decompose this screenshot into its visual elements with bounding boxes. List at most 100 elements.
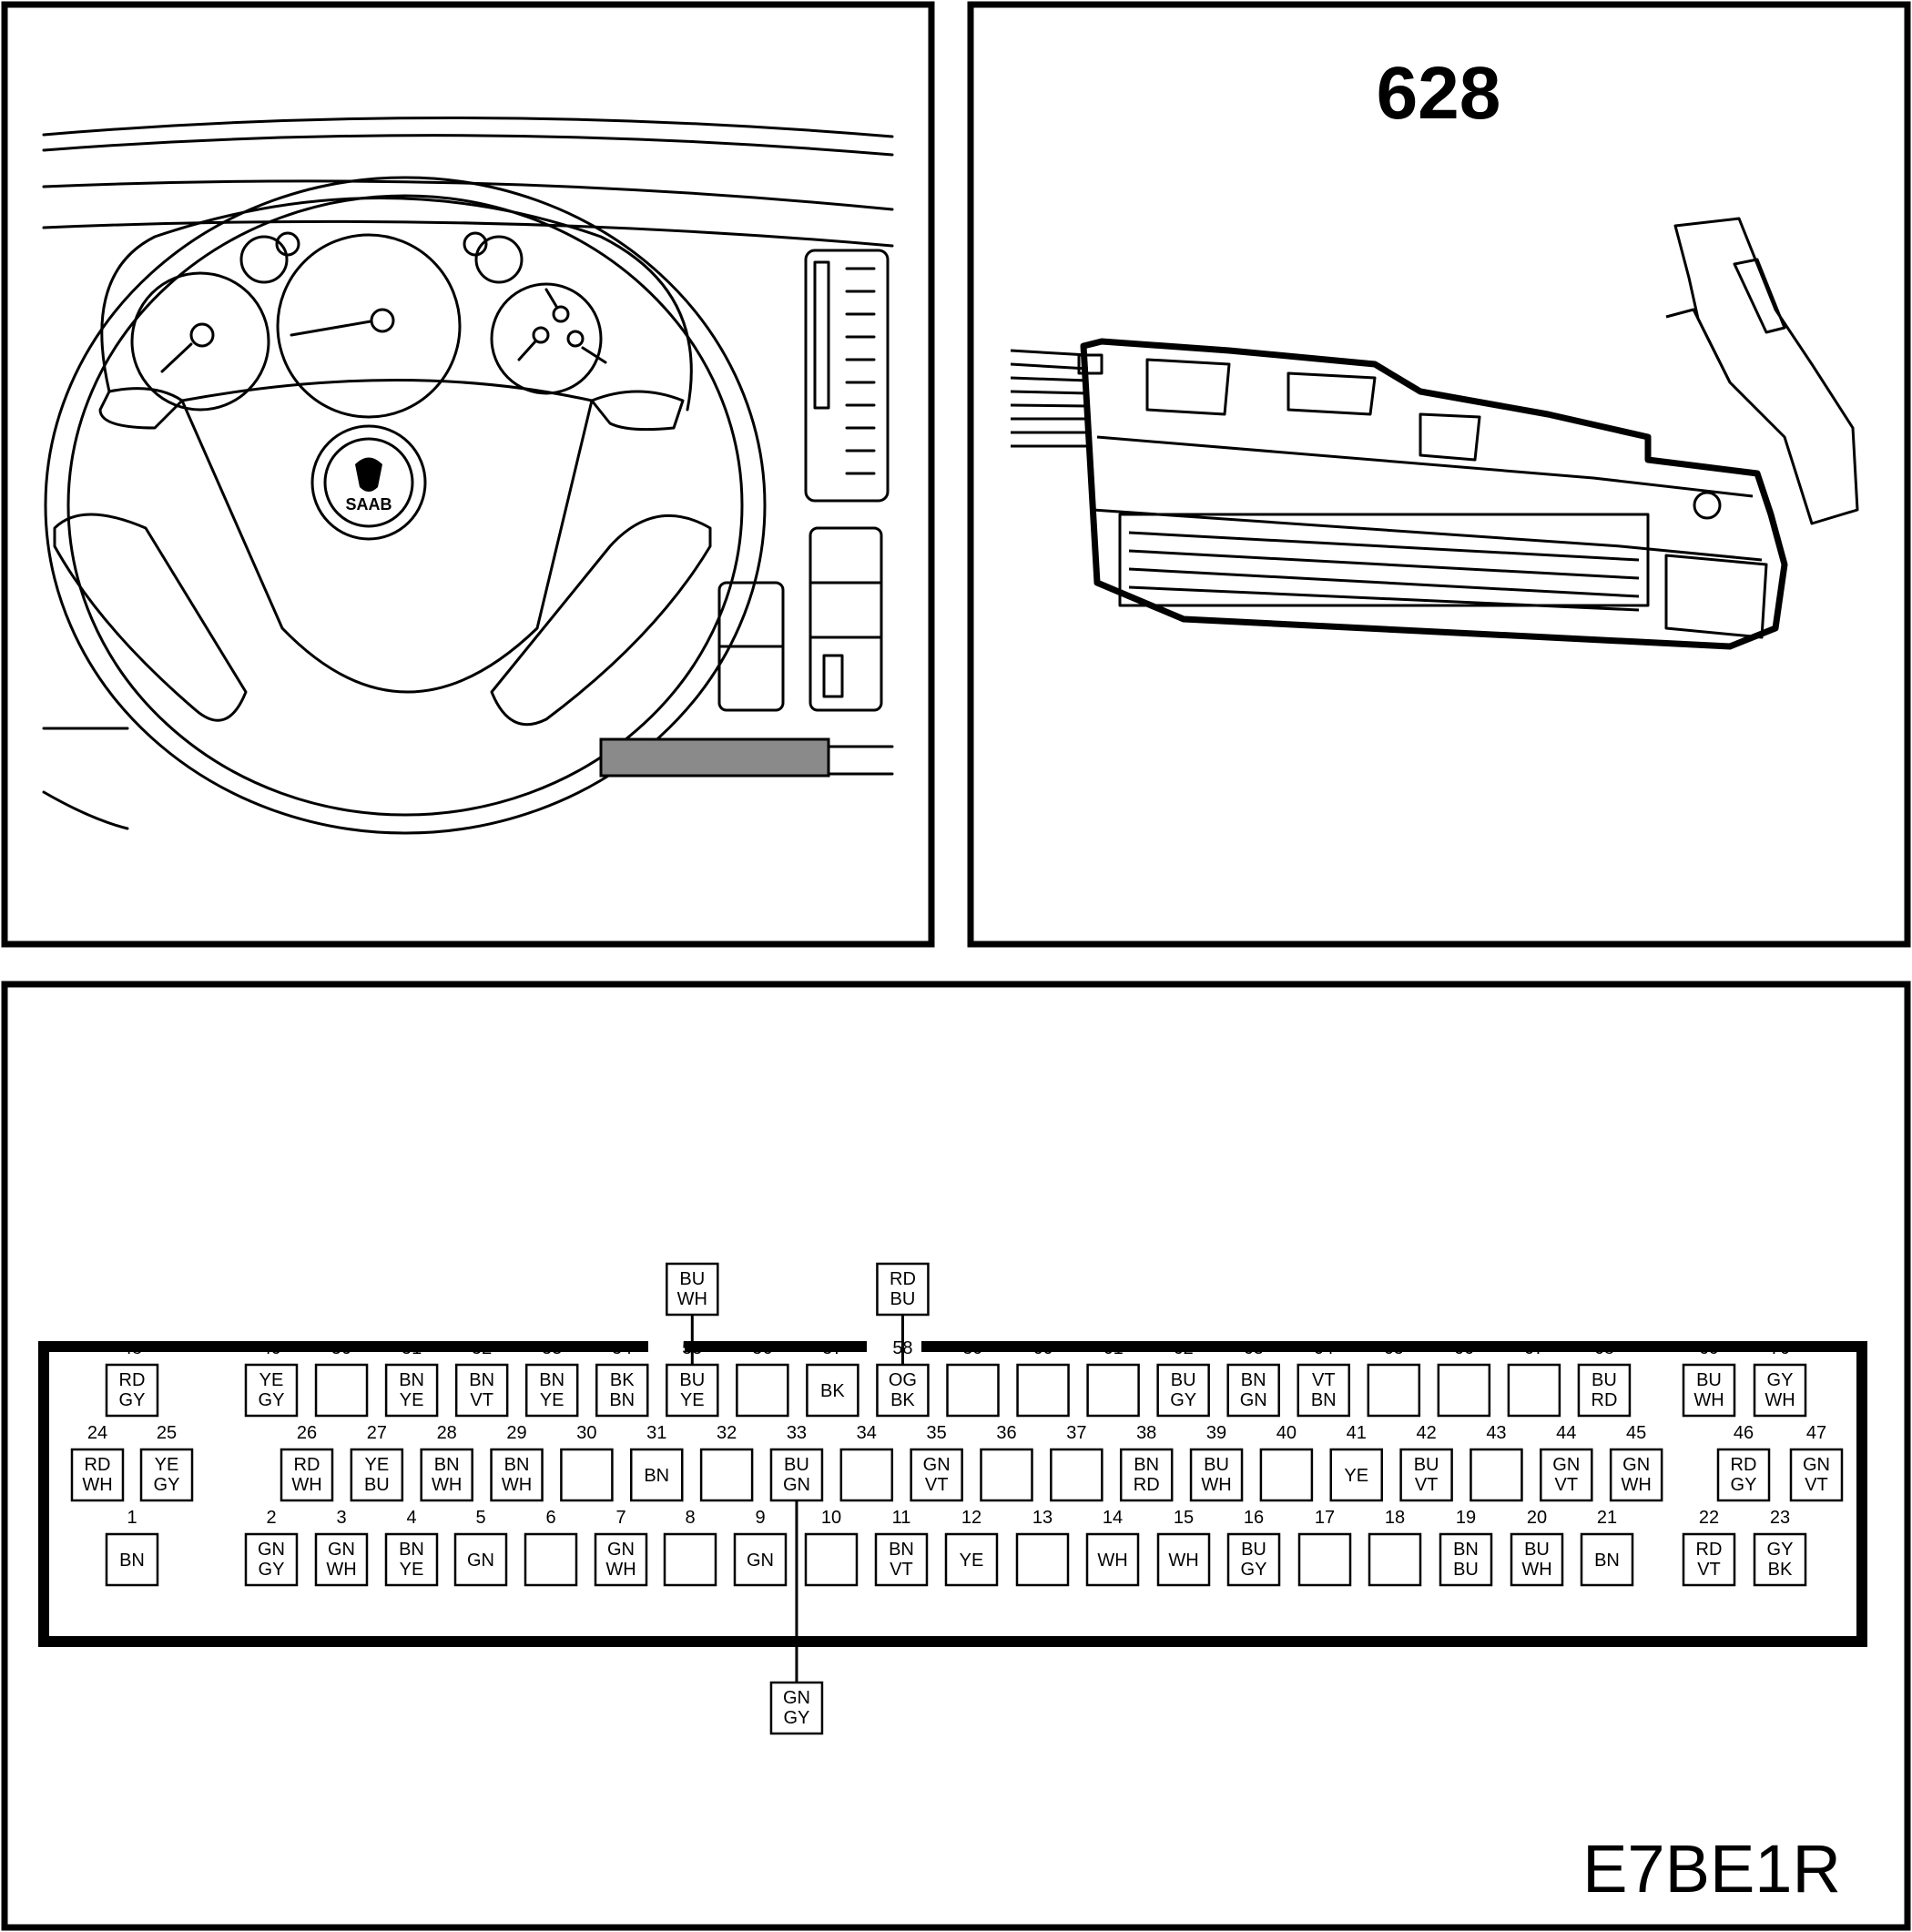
wire-color: GN: [747, 1551, 774, 1571]
pin-box: [1439, 1532, 1493, 1587]
wire-color: YE: [155, 1455, 179, 1475]
pin-number: 11: [892, 1508, 911, 1528]
pin-number: 64: [1314, 1338, 1334, 1358]
pin-number: 35: [927, 1423, 947, 1443]
pin-number: 31: [646, 1423, 666, 1443]
wire-color: VT: [1697, 1560, 1721, 1580]
wire-color: WH: [605, 1560, 636, 1580]
pin-55: 55BUYE: [666, 1338, 719, 1418]
pin-number: 59: [962, 1338, 982, 1358]
pin-30: 30: [560, 1423, 614, 1502]
pin-box: [663, 1532, 717, 1587]
pin-number: 33: [787, 1423, 807, 1443]
pin-box: [1789, 1448, 1844, 1502]
wire-color: RD: [1696, 1540, 1723, 1560]
wire-color: GN: [467, 1551, 494, 1571]
pin-number: 20: [1527, 1508, 1547, 1528]
pin-number: 24: [87, 1423, 107, 1443]
wire-color: WH: [677, 1289, 707, 1309]
location-panel: SAAB: [1, 1, 935, 948]
wire-color: RD: [85, 1455, 111, 1475]
wire-color: BU: [1414, 1455, 1439, 1475]
pin-5: 5GN: [453, 1508, 508, 1587]
wire-color: WH: [1097, 1551, 1127, 1571]
pin-box: [733, 1532, 788, 1587]
wire-color: VT: [1805, 1475, 1828, 1495]
pin-number: 30: [576, 1423, 596, 1443]
pin-box: [1682, 1532, 1736, 1587]
wire-color: GY: [1767, 1540, 1794, 1560]
figure-code: E7BE1R: [1582, 1831, 1841, 1907]
extra-wire-box: [769, 1681, 824, 1735]
pin-18: 18: [1368, 1508, 1422, 1587]
pin-box: [1085, 1532, 1140, 1587]
wire-color: WH: [326, 1560, 356, 1580]
wire-color: GY: [1170, 1390, 1196, 1410]
pin-box: [1753, 1532, 1807, 1587]
pin-box: [1329, 1448, 1383, 1502]
pin-box: [560, 1448, 614, 1502]
wire-color: BN: [609, 1390, 635, 1410]
pin-box: [244, 1363, 299, 1418]
component-number: 628: [1377, 52, 1501, 135]
pin-box: [736, 1363, 789, 1418]
pin-box: [1437, 1363, 1491, 1418]
wire-color: VT: [470, 1390, 493, 1410]
pin-number: 13: [1032, 1508, 1053, 1528]
pin-number: 14: [1103, 1508, 1123, 1528]
pin-number: 62: [1174, 1338, 1194, 1358]
wire-color: BU: [1453, 1560, 1479, 1580]
wire-color: BN: [1453, 1540, 1479, 1560]
pin-number: 15: [1174, 1508, 1194, 1528]
extra-wire-box: [876, 1262, 930, 1317]
wire-color: BN: [399, 1540, 424, 1560]
pin-37: 37: [1050, 1423, 1103, 1502]
wire-color: RD: [1731, 1455, 1757, 1475]
wire-color: WH: [1765, 1390, 1795, 1410]
pin-box: [384, 1363, 439, 1418]
wire-color: WH: [1521, 1560, 1551, 1580]
pin-box: [980, 1448, 1033, 1502]
pin-box: [1507, 1363, 1561, 1418]
pin-box: [1086, 1363, 1140, 1418]
wire-color: RD: [1134, 1475, 1160, 1495]
pin-number: 39: [1206, 1423, 1226, 1443]
wire-color: BK: [1768, 1560, 1793, 1580]
wire-color: GN: [1240, 1390, 1267, 1410]
pin-box: [420, 1448, 473, 1502]
pin-number: 19: [1456, 1508, 1476, 1528]
pin-number: 67: [1524, 1338, 1544, 1358]
wire-color: GY: [259, 1560, 285, 1580]
wire-color: YE: [540, 1390, 564, 1410]
pin-number: 56: [752, 1338, 772, 1358]
logo-text: SAAB: [345, 495, 392, 514]
pin-number: 46: [1734, 1423, 1754, 1443]
pin-number: 26: [297, 1423, 317, 1443]
pin-number: 12: [961, 1508, 981, 1528]
pin-6: 6: [524, 1508, 578, 1587]
pin-box: [1580, 1532, 1634, 1587]
pin-number: 40: [1276, 1423, 1297, 1443]
pin-box: [1470, 1448, 1523, 1502]
wire-color: RD: [890, 1269, 916, 1289]
wire-color: RD: [1592, 1390, 1618, 1410]
wire-color: YE: [259, 1370, 284, 1390]
